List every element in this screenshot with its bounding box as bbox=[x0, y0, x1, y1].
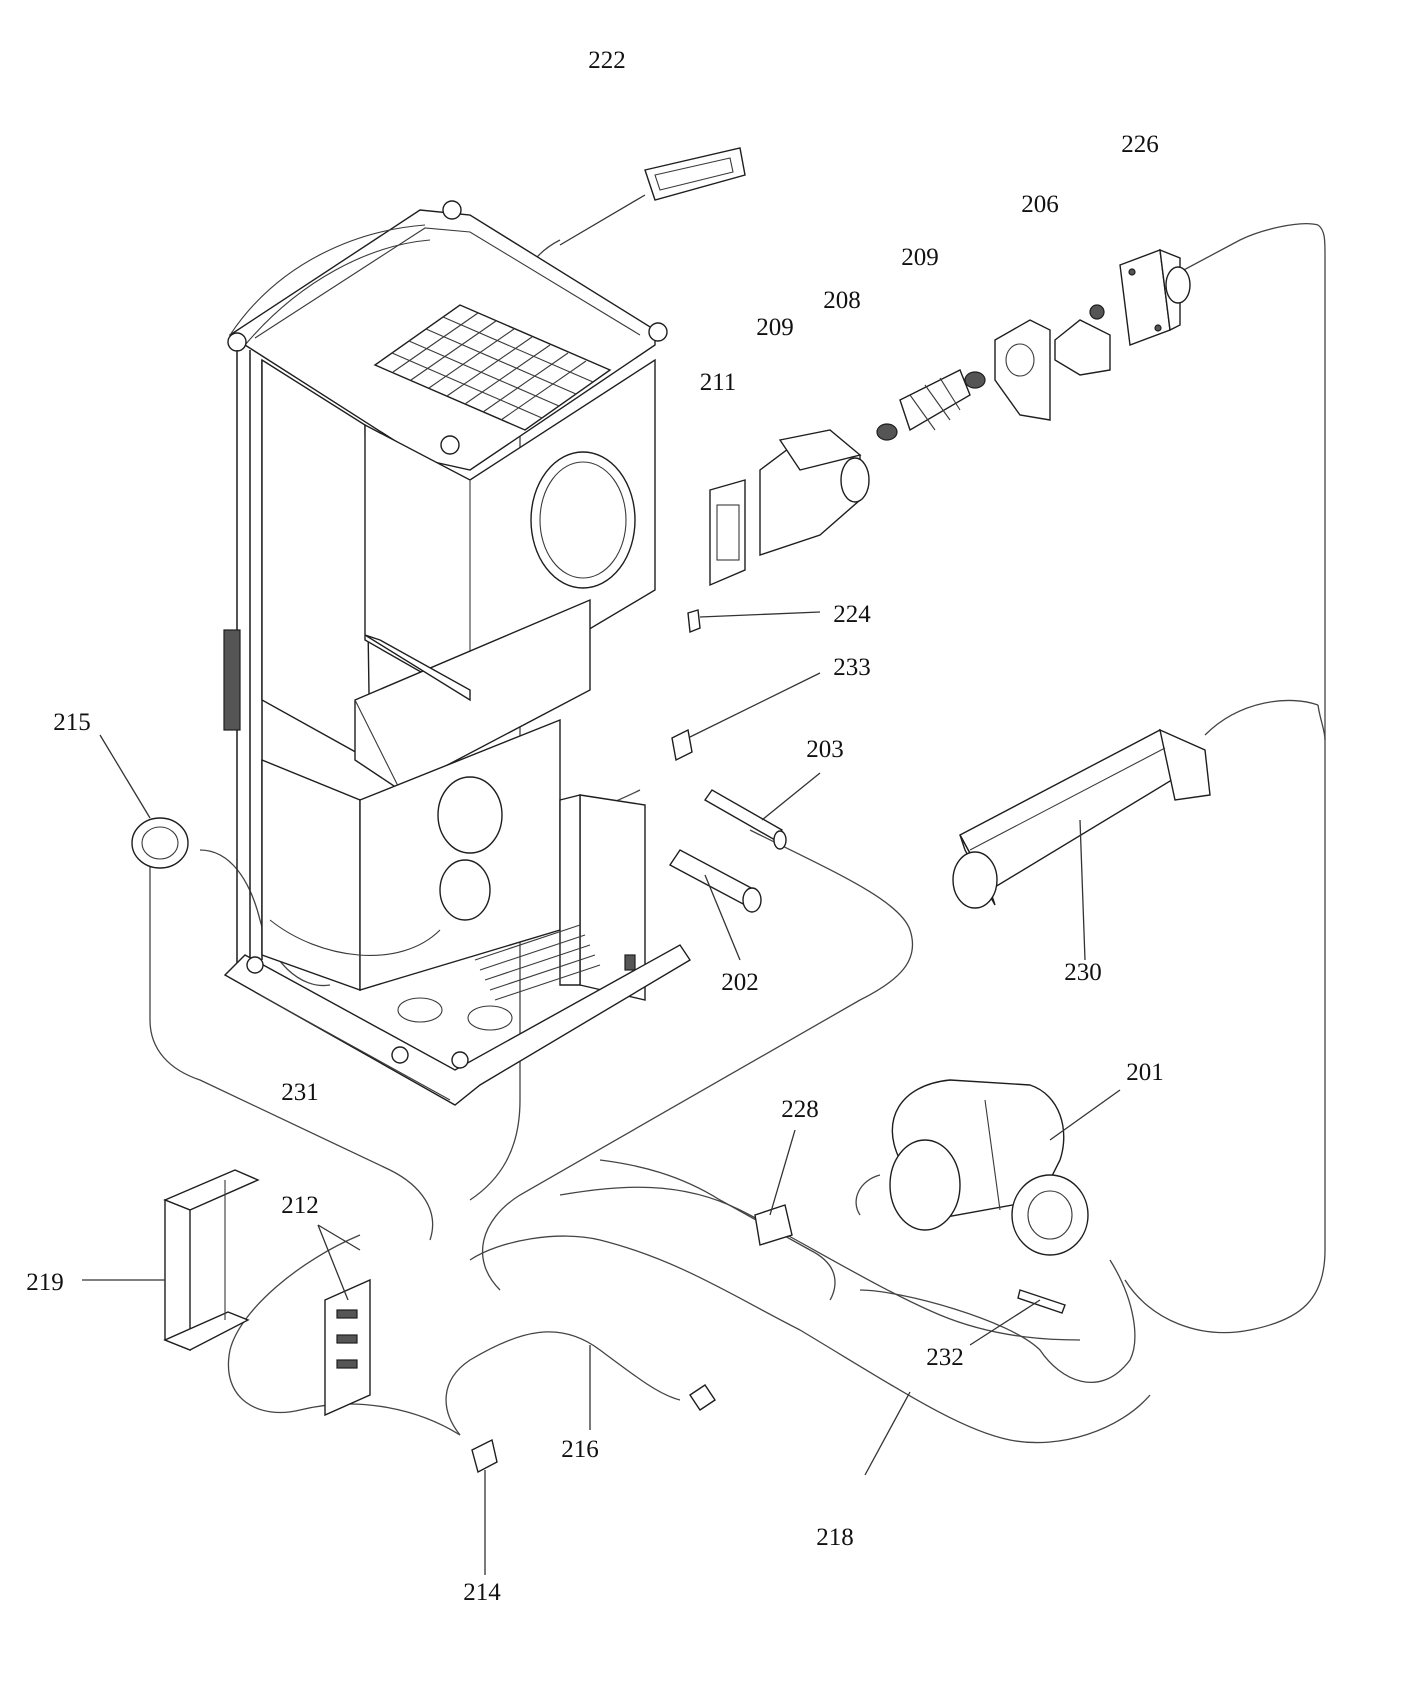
callout-218: 218 bbox=[816, 1524, 854, 1551]
callout-233: 233 bbox=[833, 654, 871, 681]
stove-frame bbox=[223, 200, 691, 1106]
bracket-219 bbox=[82, 1169, 260, 1352]
callout-232: 232 bbox=[926, 1344, 964, 1371]
callout-222: 222 bbox=[588, 47, 626, 74]
part-232 bbox=[969, 1289, 1066, 1346]
callout-231: 231 bbox=[281, 1079, 319, 1106]
callout-209-lower: 209 bbox=[756, 314, 794, 341]
callout-201: 201 bbox=[1126, 1059, 1164, 1086]
wire-connectors bbox=[471, 1345, 911, 1575]
callout-211: 211 bbox=[700, 369, 737, 396]
callout-212: 212 bbox=[281, 1192, 319, 1219]
callout-215: 215 bbox=[53, 709, 91, 736]
callout-230: 230 bbox=[1064, 959, 1102, 986]
callout-203: 203 bbox=[806, 736, 844, 763]
terminal-block-212 bbox=[317, 1224, 371, 1417]
callout-202: 202 bbox=[721, 969, 759, 996]
callout-206: 206 bbox=[1021, 191, 1059, 218]
callout-216: 216 bbox=[561, 1436, 599, 1463]
part-228 bbox=[754, 1129, 796, 1246]
callout-209-upper: 209 bbox=[901, 244, 939, 271]
convection-fan bbox=[952, 728, 1211, 961]
callout-224: 224 bbox=[833, 601, 871, 628]
callout-228: 228 bbox=[781, 1096, 819, 1123]
callout-226: 226 bbox=[1121, 131, 1159, 158]
callout-214: 214 bbox=[463, 1579, 501, 1606]
callout-labels: 222 226 206 209 208 209 211 224 233 215 … bbox=[26, 47, 1164, 1606]
control-panel bbox=[559, 147, 746, 246]
wiring-harness bbox=[149, 223, 1326, 1444]
feed-assembly bbox=[709, 248, 1191, 587]
pressure-switch bbox=[99, 734, 189, 869]
rods bbox=[668, 609, 821, 961]
callout-219: 219 bbox=[26, 1269, 64, 1296]
combustion-blower bbox=[889, 1079, 1121, 1256]
callout-208: 208 bbox=[823, 287, 861, 314]
